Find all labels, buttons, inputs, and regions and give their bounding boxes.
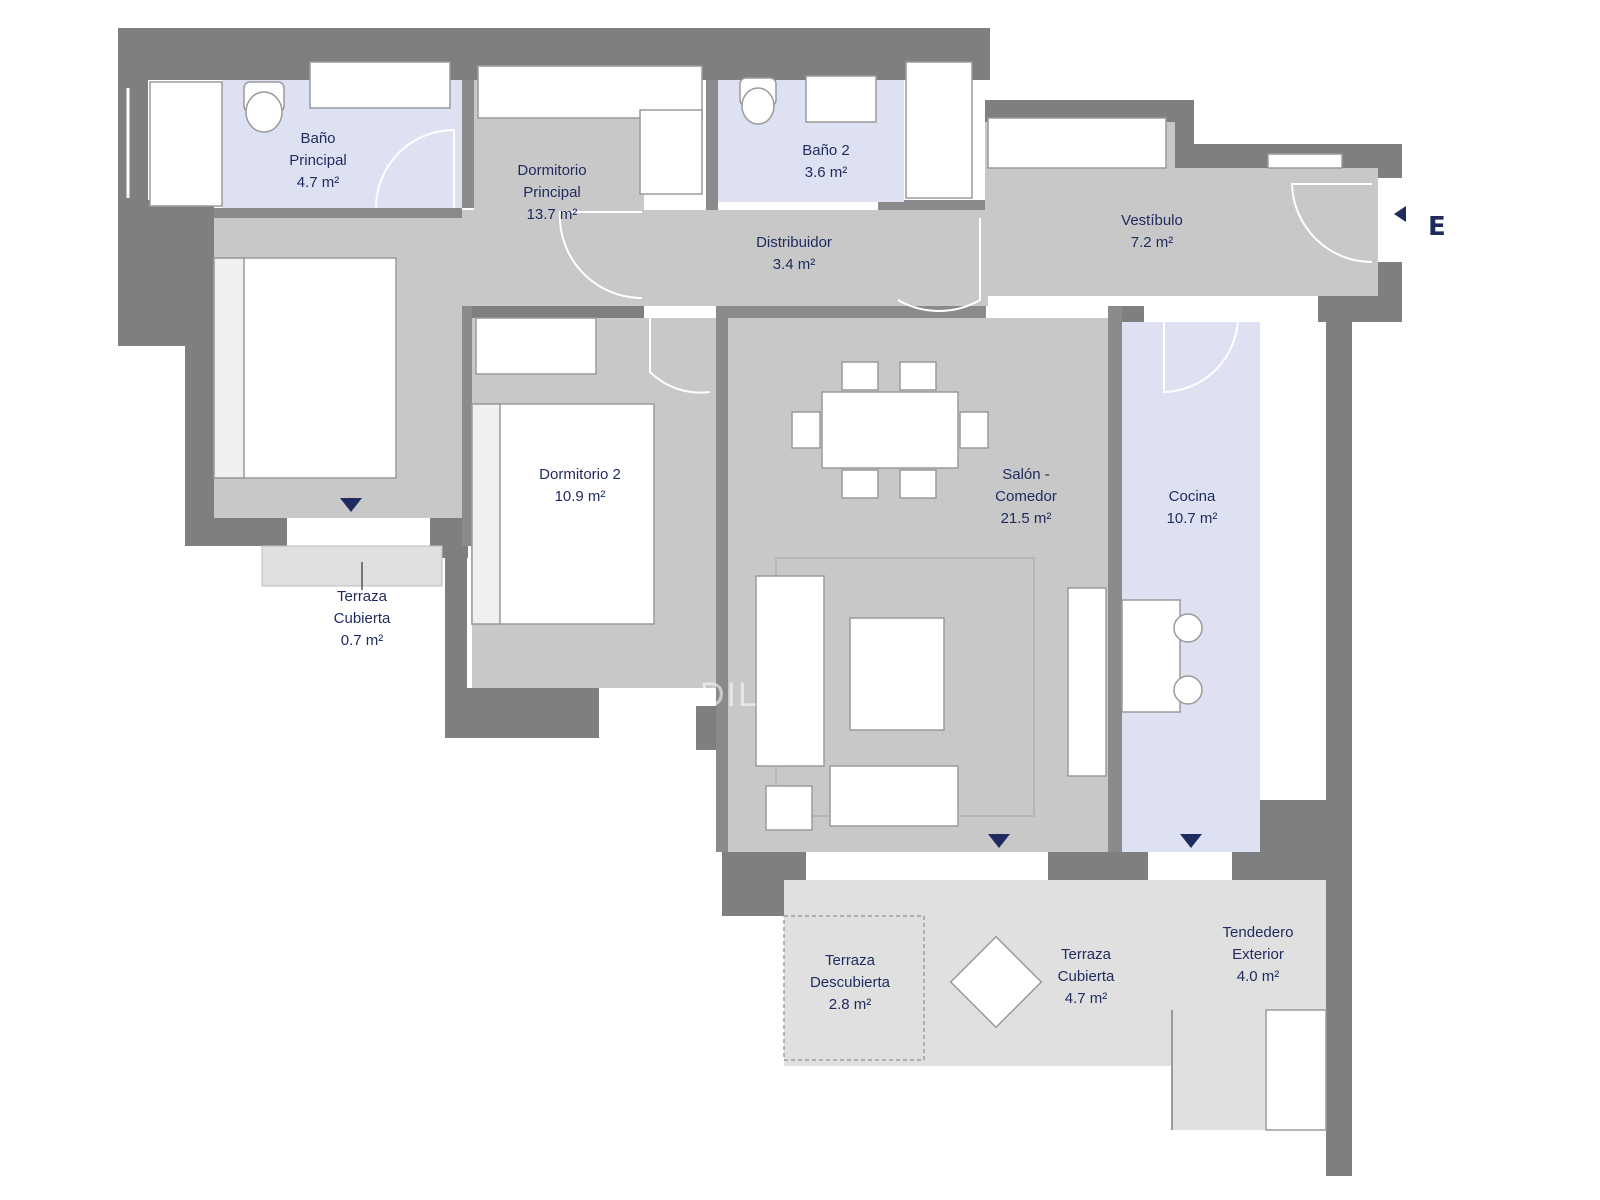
- watermark: DIL...X: [700, 676, 818, 714]
- view-arrow-icon: [988, 834, 1010, 848]
- room-label-terraza-cubierta-large: Terraza Cubierta 4.7 m²: [1057, 946, 1115, 1007]
- kitchen-counter-icon: [1121, 599, 1181, 713]
- room-label-dormitorio-2: Dormitorio 2 10.9 m²: [539, 466, 621, 505]
- room-label-salon-comedor: Salón - Comedor 21.5 m²: [995, 466, 1057, 527]
- terraza-small-floor: [261, 545, 443, 587]
- furniture: [149, 61, 1343, 1131]
- room-label-terraza-cubierta-small: Terraza Cubierta 0.7 m²: [333, 588, 391, 649]
- room-label-bano-2: Baño 2 3.6 m²: [802, 142, 850, 181]
- coffee-table-icon: [849, 617, 945, 731]
- room-label-tendedero-exterior: Tendedero Exterior 4.0 m²: [1222, 924, 1294, 985]
- bathtub-icon: [905, 61, 973, 199]
- view-arrow-icon: [340, 498, 362, 512]
- cocina-floor: [1122, 322, 1260, 852]
- room-label-dormitorio-principal: Dormitorio Principal 13.7 m²: [517, 162, 587, 223]
- room-label-terraza-descubierta: Terraza Descubierta 2.8 m²: [809, 952, 891, 1013]
- windows: [126, 88, 1232, 864]
- sink-icon: [309, 61, 451, 109]
- room-label-bano-principal: Baño Principal 4.7 m²: [289, 130, 347, 191]
- terrace-table-icon: [949, 935, 1043, 1029]
- room-label-vestibulo: Vestíbulo 7.2 m²: [1121, 212, 1183, 251]
- sink-2-icon: [805, 75, 877, 123]
- planter-icon: [783, 915, 925, 1061]
- tv-unit-icon: [1067, 587, 1107, 777]
- walls: [118, 28, 1402, 1176]
- floors: [214, 80, 1378, 1130]
- shower-icon: [149, 81, 223, 207]
- doors: [375, 128, 1373, 394]
- entry-label: E: [1428, 212, 1446, 242]
- dining-table-icon: [821, 391, 959, 469]
- armchair-icon: [829, 765, 959, 827]
- room-label-cocina: Cocina 10.7 m²: [1166, 488, 1218, 527]
- entry-arrow-icon: [1394, 206, 1406, 222]
- room-label-distribuidor: Distribuidor 3.4 m²: [756, 234, 832, 273]
- view-arrows: [340, 206, 1406, 848]
- view-arrow-icon: [1180, 834, 1202, 848]
- sofa-icon: [755, 575, 825, 767]
